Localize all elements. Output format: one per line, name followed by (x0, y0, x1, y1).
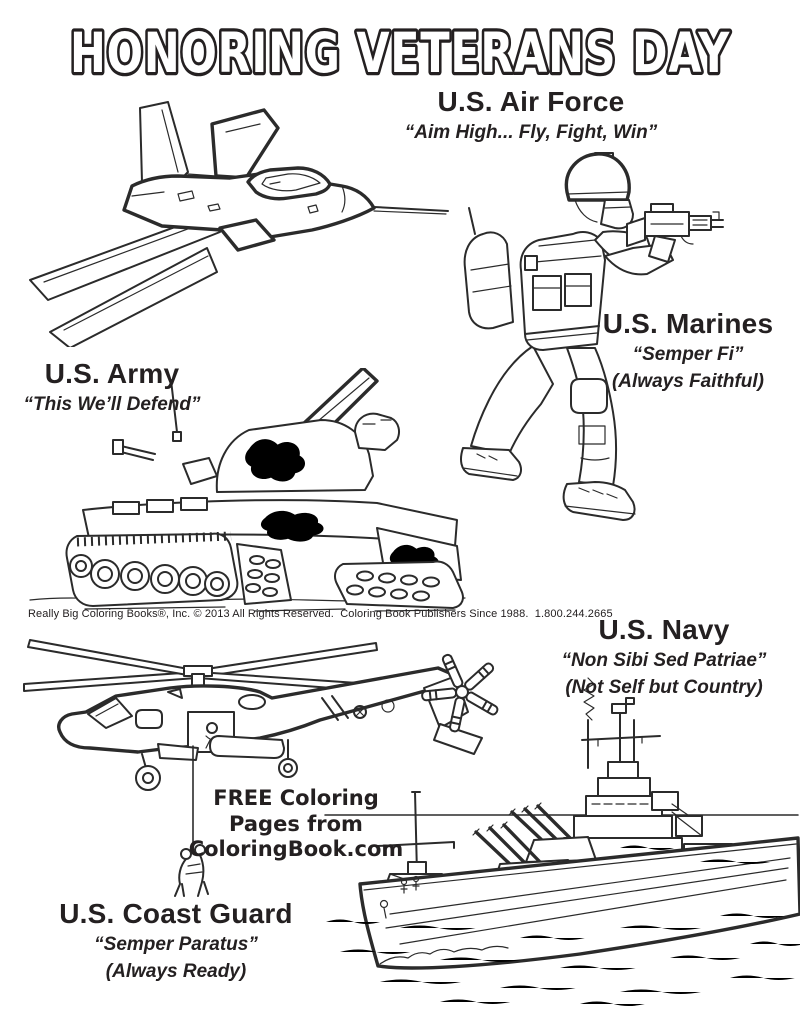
army-motto: “This We’ll Defend” (23, 394, 201, 415)
air-force-block: U.S. Air Force “Aim High... Fly, Fight, … (405, 86, 657, 145)
cloud-icon (12, 117, 112, 167)
navy-battleship-illustration (324, 677, 800, 1006)
marines-motto: “Semper Fi” (632, 344, 744, 365)
promo-block: FREE Coloring Pages from ColoringBook.co… (189, 786, 404, 863)
hoist-rescuers (174, 745, 209, 897)
tail-rotor (421, 653, 499, 755)
air-force-title: U.S. Air Force (437, 86, 625, 117)
navy-block: U.S. Navy “Non Sibi Sed Patriae” (Not Se… (562, 614, 767, 700)
copyright-line: Really Big Coloring Books®, Inc. © 2013 … (28, 608, 613, 620)
navy-title: U.S. Navy (598, 614, 730, 645)
marines-title: U.S. Marines (602, 308, 774, 339)
navy-motto: “Non Sibi Sed Patriae” (561, 650, 767, 671)
cloud-icon (355, 225, 462, 278)
army-title: U.S. Army (44, 358, 180, 389)
battle-tank (65, 368, 464, 612)
radio-antenna (583, 677, 595, 721)
army-block: U.S. Army “This We’ll Defend” (23, 358, 200, 417)
page-title-text: HONORING VETERANS DAY (70, 21, 730, 85)
navy-translation: (Not Self but Country) (565, 677, 763, 699)
coast-guard-block: U.S. Coast Guard “Semper Paratus” (Alway… (59, 898, 292, 984)
promo-line-2: Pages from (229, 811, 363, 836)
air-force-jet-illustration (12, 80, 462, 347)
fighter-jet (29, 101, 449, 347)
bush-icon (435, 461, 470, 511)
rifle (626, 203, 724, 263)
battleship (326, 677, 800, 1006)
marine-rifleman (460, 152, 724, 521)
marines-translation: (Always Faithful) (611, 371, 764, 393)
coast-guard-translation: (Always Ready) (105, 961, 247, 983)
bow-wake (379, 945, 509, 965)
promo-line-3: ColoringBook.com (188, 837, 404, 862)
promo-line-1: FREE Coloring (213, 786, 379, 810)
rescue-helicopter (23, 639, 499, 897)
camo-patch (260, 510, 324, 542)
air-force-motto: “Aim High... Fly, Fight, Win” (404, 122, 658, 143)
army-tank-illustration (25, 368, 470, 612)
cloud-icon (714, 744, 800, 808)
coast-guard-title: U.S. Coast Guard (59, 898, 293, 929)
coast-guard-motto: “Semper Paratus” (94, 934, 258, 955)
marine-soldier-illustration (460, 152, 724, 521)
page-title: HONORING VETERANS DAY (67, 18, 733, 89)
coast-guard-helicopter-illustration (23, 639, 515, 897)
marines-block: U.S. Marines “Semper Fi” (Always Faithfu… (603, 308, 773, 394)
